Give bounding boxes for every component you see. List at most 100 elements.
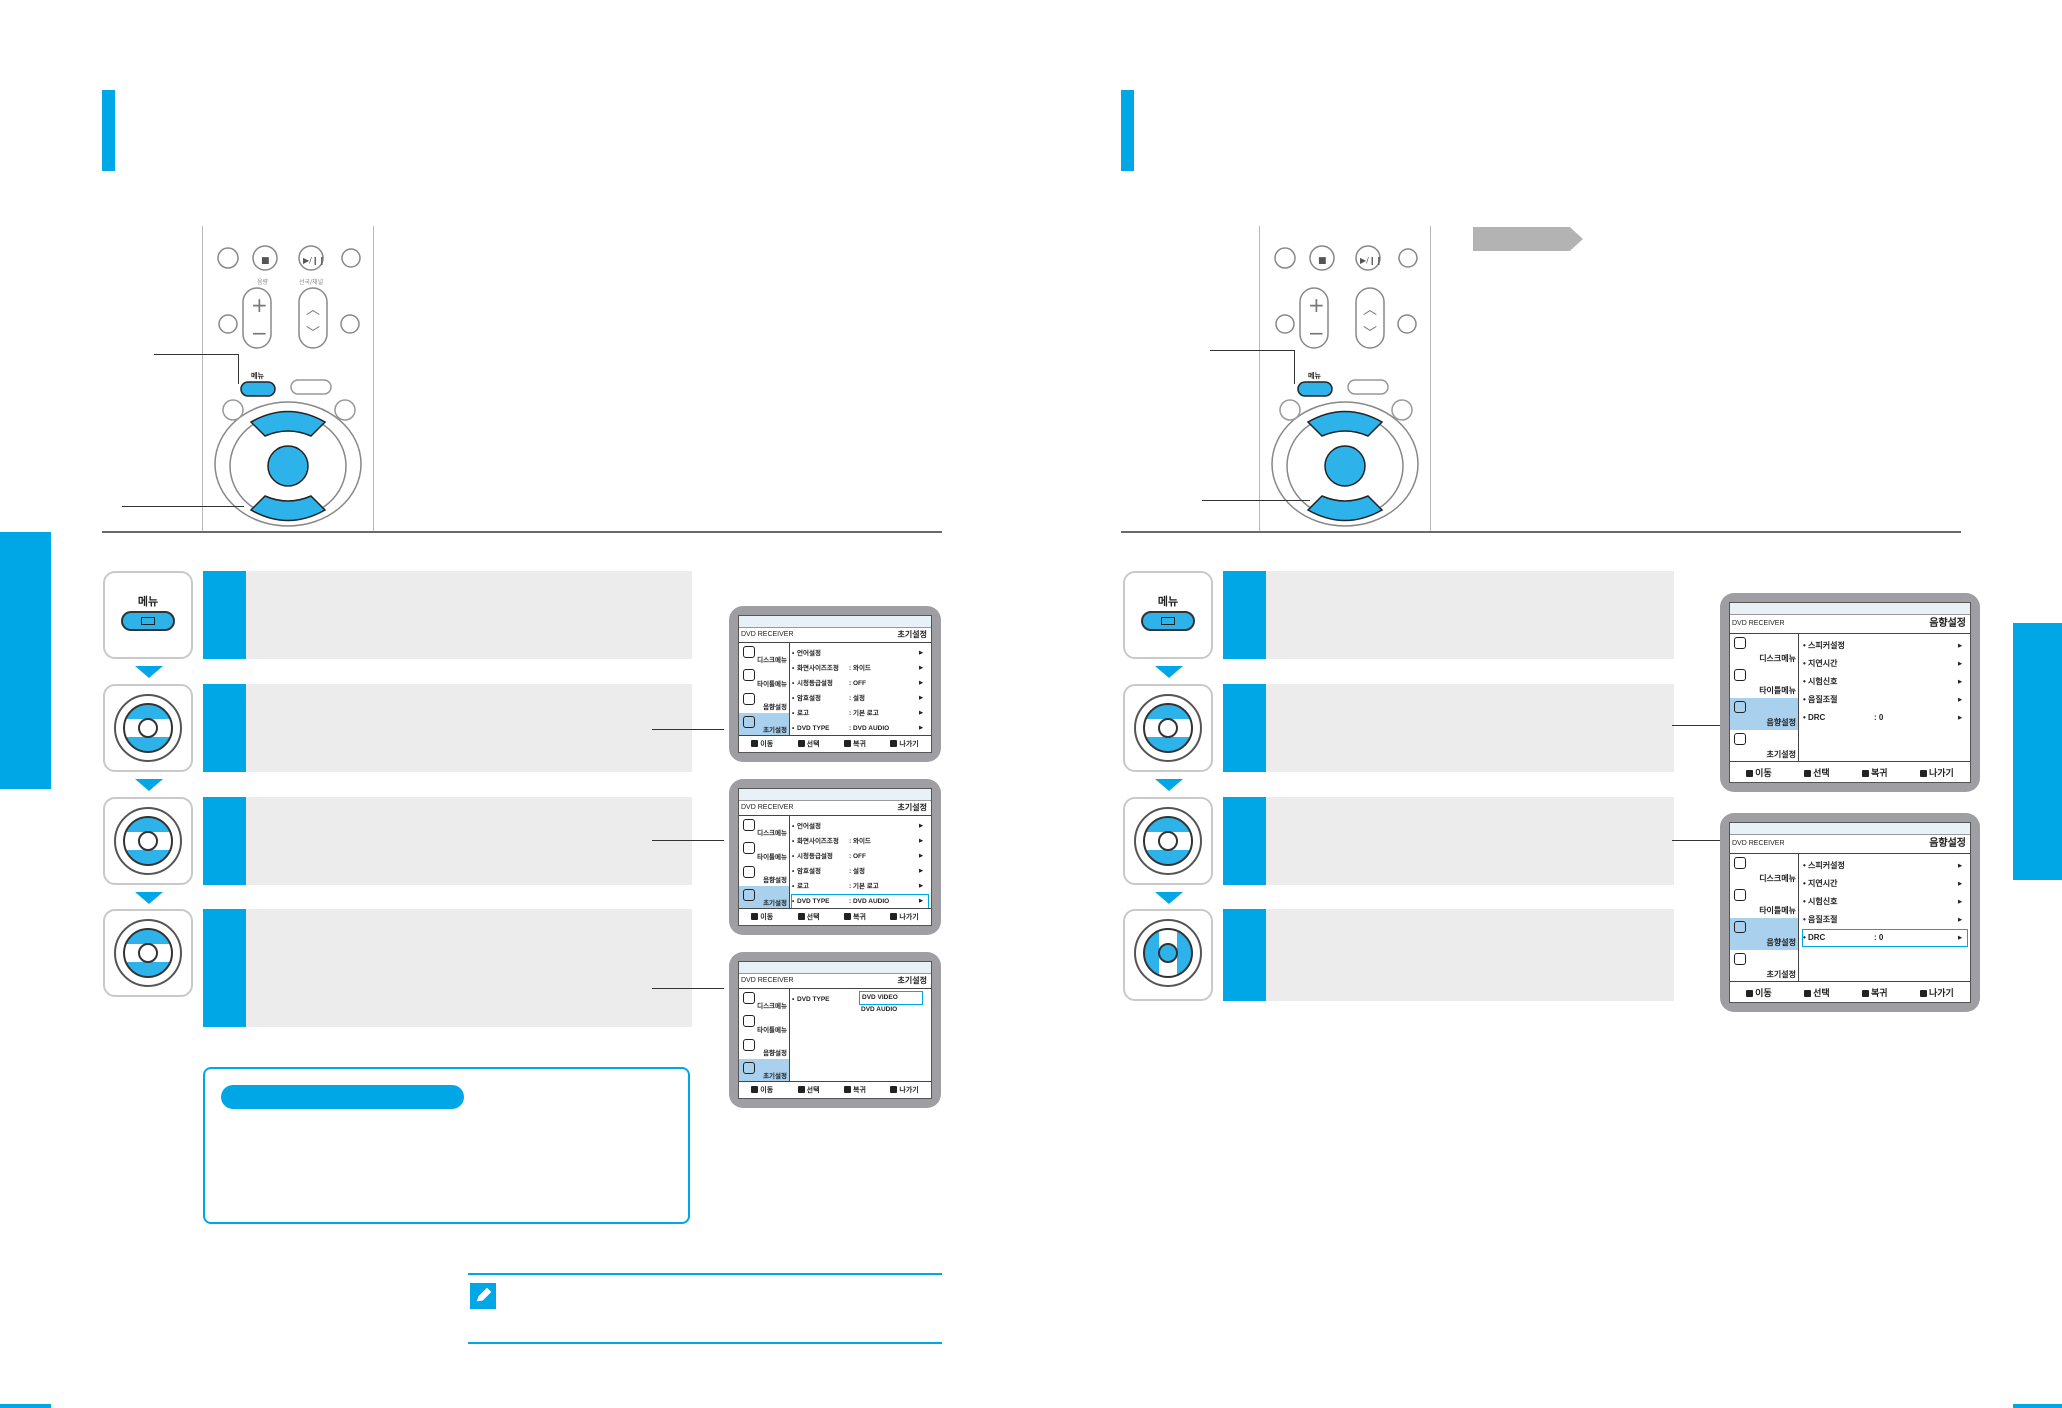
menu-button-icon: 메뉴 (1123, 571, 1213, 659)
menu-item: 스피커설정▶ (1802, 637, 1968, 655)
menu-item: 지연시간▶ (1802, 875, 1968, 893)
tab-disc-menu: 디스크메뉴 (739, 989, 789, 1012)
right-step-2 (1123, 684, 1674, 772)
menu-item: 로고: 기본 로고▶ (791, 879, 929, 894)
screen-menu-list: 스피커설정▶ 지연시간▶ 시험신호▶ 음질조절▶ DRC: 0▶ (1802, 637, 1968, 727)
remote-buttons-svg: ■ ▶/❙❙ + − ︿ ﹀ 메뉴 (1271, 245, 1419, 527)
left-step-1: 메뉴 (103, 571, 692, 659)
step-description-panel (1266, 571, 1674, 659)
step-description-panel (246, 797, 692, 885)
left-step-2 (103, 684, 692, 772)
screen-title: 음향설정 (1929, 838, 1966, 849)
left-title-bar (102, 90, 115, 171)
remote-buttons-svg: 음량 선국/채널 ■ ▶/❙❙ + − ︿ ﹀ 메뉴 (214, 245, 362, 527)
memo-pencil-icon (470, 1283, 496, 1309)
step-description-panel (246, 684, 692, 772)
step-number-bar (1223, 571, 1266, 659)
right-step-1: 메뉴 (1123, 571, 1674, 659)
dpad-icon-box (103, 909, 193, 997)
svg-text:−: − (1308, 321, 1325, 345)
left-chapter-tab (0, 532, 51, 789)
menu-callout-line (154, 354, 238, 355)
screen-menu-list: DVD TYPE (791, 992, 929, 1007)
menu-icon-label: 메뉴 (1157, 595, 1179, 608)
menu-item: 시청등급설정: OFF▶ (791, 849, 929, 864)
step-description-panel (246, 571, 692, 659)
dpad-leftright-icon (1134, 919, 1202, 987)
right-chapter-tab (2013, 623, 2062, 880)
menu-item: 암호설정: 설정▶ (791, 691, 929, 706)
menu-icon-label: 메뉴 (137, 595, 159, 608)
screen-menu-list: 스피커설정▶ 지연시간▶ 시험신호▶ 음질조절▶ DRC: 0▶ (1802, 857, 1968, 947)
screen-leader-line (652, 988, 724, 989)
menu-item: DVD TYPE (791, 992, 929, 1007)
screen-brand: DVD RECEIVER (741, 631, 794, 638)
menu-item: 로고: 기본 로고▶ (791, 706, 929, 721)
left-step-4 (103, 909, 692, 1027)
tab-disc-menu: 디스크메뉴 (1730, 854, 1798, 886)
step-number-bar (203, 797, 246, 885)
screen-tabs: 디스크메뉴 타이틀메뉴 음향설정 초기설정 (1730, 854, 1799, 982)
dpad-icon-box (1123, 797, 1213, 885)
step-number-bar (1223, 797, 1266, 885)
menu-item: 화면사이즈조정: 와이드▶ (791, 661, 929, 676)
menu-item: 시험신호▶ (1802, 673, 1968, 691)
step-arrow-icon (1155, 666, 1183, 678)
tab-initial-setup: 초기설정 (739, 712, 789, 736)
step-description-panel (246, 909, 692, 1027)
menu-callout-line-v (238, 354, 239, 384)
step-description-panel (1266, 909, 1674, 1001)
section-arrow-label (1473, 227, 1583, 251)
dpad-icon-box (1123, 684, 1213, 772)
note-box (203, 1067, 690, 1224)
option-dvd-video: DVD VIDEO (859, 991, 923, 1005)
right-title-bar (1121, 90, 1134, 171)
memo-bottom-rule (468, 1342, 942, 1344)
svg-text:메뉴: 메뉴 (251, 371, 264, 380)
screen-title: 초기설정 (897, 976, 927, 985)
note-box-header (221, 1085, 464, 1109)
step-arrow-icon (135, 666, 163, 678)
menu-item-selected: DVD TYPE: DVD AUDIO▶ (791, 894, 929, 909)
menu-item: 음질조절▶ (1802, 691, 1968, 709)
down-callout-line (122, 506, 244, 507)
menu-item: DVD TYPE: DVD AUDIO▶ (791, 721, 929, 736)
screen-tabs: 디스크메뉴 타이틀메뉴 음향설정 초기설정 (739, 816, 790, 909)
screen-title: 초기설정 (897, 803, 927, 812)
step-number-bar (203, 909, 246, 1027)
channel-label: 선국/채널 (299, 278, 323, 286)
tab-title-menu: 타이틀메뉴 (739, 666, 789, 689)
dpad-updown-icon (1134, 694, 1202, 762)
tab-audio-setup: 음향설정 (739, 863, 789, 886)
screen-leader-line (652, 840, 724, 841)
screen-title: 초기설정 (897, 630, 927, 639)
option-dvd-audio: DVD AUDIO (861, 1006, 898, 1013)
tab-audio-setup: 음향설정 (1730, 918, 1798, 950)
svg-text:■: ■ (1318, 256, 1327, 266)
dpad-icon-box (103, 684, 193, 772)
tab-audio-setup: 음향설정 (739, 1036, 789, 1059)
menu-item-selected: DRC: 0▶ (1802, 929, 1968, 947)
step-arrow-icon (1155, 779, 1183, 791)
menu-button-icon: 메뉴 (103, 571, 193, 659)
svg-text:+: + (1308, 293, 1325, 317)
tab-initial-setup: 초기설정 (739, 1058, 789, 1082)
dpad-updown-icon (1134, 807, 1202, 875)
menu-item: 화면사이즈조정: 와이드▶ (791, 834, 929, 849)
step-number-bar (1223, 909, 1266, 1001)
screen-tabs: 디스크메뉴 타이틀메뉴 음향설정 초기설정 (1730, 634, 1799, 762)
menu-item: 시청등급설정: OFF▶ (791, 676, 929, 691)
screen-leader-line (652, 729, 724, 730)
step-description-panel (1266, 684, 1674, 772)
screen-tabs: 디스크메뉴 타이틀메뉴 음향설정 초기설정 (739, 989, 790, 1082)
menu-item: DRC: 0▶ (1802, 709, 1968, 727)
volume-label: 음량 (257, 279, 269, 286)
menu-key-icon (121, 611, 175, 631)
